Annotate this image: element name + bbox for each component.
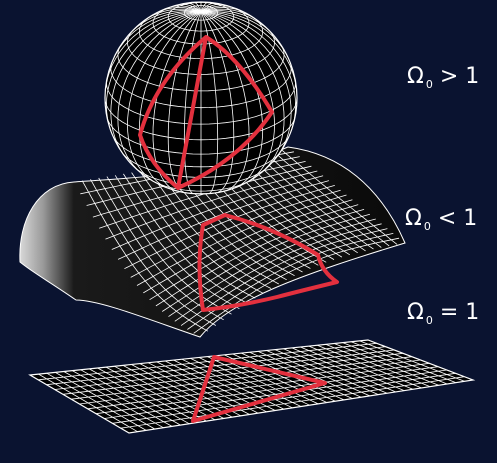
omega-subscript: 0: [424, 220, 432, 233]
omega-less-label: Ω0 <1: [405, 206, 478, 233]
omega-symbol: Ω: [407, 64, 425, 89]
omega-symbol: Ω: [405, 206, 423, 231]
omega-value: 1: [465, 300, 480, 325]
omega-equal-label: Ω0 =1: [407, 300, 480, 327]
sphere: [105, 2, 297, 194]
omega-value: 1: [463, 206, 478, 231]
relation-symbol: >: [440, 64, 459, 89]
relation-symbol: =: [440, 300, 459, 325]
relation-symbol: <: [438, 206, 457, 231]
omega-value: 1: [465, 64, 480, 89]
omega-greater-label: Ω0 >1: [407, 64, 480, 91]
omega-subscript: 0: [426, 314, 434, 327]
omega-symbol: Ω: [407, 300, 425, 325]
flat-plane: [30, 340, 473, 433]
omega-subscript: 0: [426, 78, 434, 91]
